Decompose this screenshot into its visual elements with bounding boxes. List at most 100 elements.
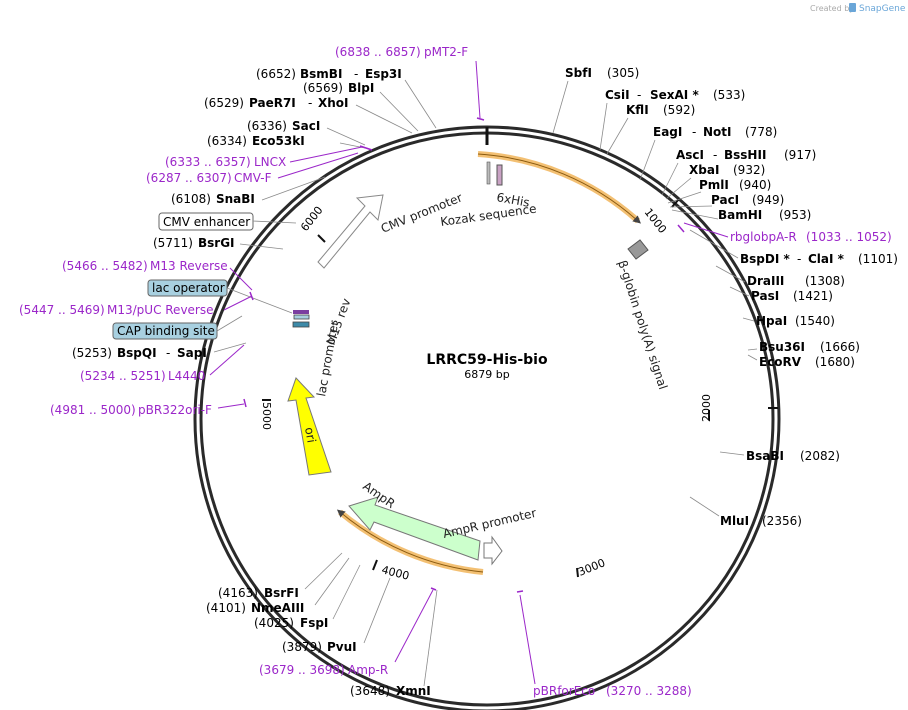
site-noti[interactable]: NotI — [703, 125, 732, 139]
site-bsmbi-pos: (6652) — [256, 67, 296, 81]
tick-label-6000: 6000 — [298, 204, 325, 234]
site-nmeaiii[interactable]: NmeAIII — [251, 601, 304, 615]
site-bsshii[interactable]: BssHII — [724, 148, 766, 162]
site-kfli[interactable]: KflI — [626, 103, 649, 117]
site-bspdi[interactable]: BspDI * — [740, 252, 790, 266]
primer-pmt2-f-pos[interactable]: (6838 .. 6857) — [335, 45, 421, 59]
primer-rbglobpa-r-pos[interactable]: (1033 .. 1052) — [806, 230, 892, 244]
site-bsmbi[interactable]: BsmBI — [300, 67, 342, 81]
primer-m13-reverse[interactable]: M13 Reverse — [150, 259, 228, 273]
leader-bsu36i — [747, 348, 758, 351]
label-lac-promoter: lac promoter — [314, 319, 341, 397]
primer-mark-pmt2-f — [476, 117, 485, 121]
site-bsrgi-pos: (5711) — [153, 236, 193, 250]
site-eco53ki[interactable]: Eco53kI — [252, 134, 305, 148]
site-sep-3: - — [166, 346, 170, 360]
site-bspqi-pos: (5253) — [72, 346, 112, 360]
primer-amp-r[interactable]: Amp-R — [348, 663, 388, 677]
label-ampr-promoter: AmpR promoter — [442, 506, 538, 541]
site-paci[interactable]: PacI — [711, 193, 739, 207]
site-ecorv[interactable]: EcoRV — [759, 355, 802, 369]
primer-amp-r-pos[interactable]: (3679 .. 3698) — [259, 663, 345, 677]
label-ori: ori — [302, 426, 318, 444]
leader-pvui — [363, 577, 391, 644]
primer-m13-puc-reverse-pos[interactable]: (5447 .. 5469) — [19, 303, 105, 317]
site-pmli-pos: (940) — [739, 178, 771, 192]
site-eagi[interactable]: EagI — [653, 125, 682, 139]
primer-cmv-f[interactable]: CMV-F — [234, 171, 272, 185]
primer-lncx-pos[interactable]: (6333 .. 6357) — [165, 155, 251, 169]
leader-bsabi — [719, 451, 745, 456]
feature-ori — [287, 377, 332, 476]
primer-l4440[interactable]: L4440 — [168, 369, 205, 383]
site-pmli[interactable]: PmlI — [699, 178, 729, 192]
primer-pbr322ori-f[interactable]: pBR322ori-F — [138, 403, 212, 417]
primer-mark-pbr322 — [243, 398, 247, 408]
site-clai[interactable]: ClaI * — [808, 252, 845, 266]
site-pasi[interactable]: PasI — [751, 289, 779, 303]
site-saci[interactable]: SacI — [292, 119, 320, 133]
site-bsrfi[interactable]: BsrFI — [264, 586, 299, 600]
site-snabi[interactable]: SnaBI — [216, 192, 255, 206]
leader-kfli — [606, 117, 629, 155]
plasmid-name: LRRC59-His-bio — [426, 352, 548, 368]
site-sbfi-pos: (305) — [607, 66, 639, 80]
site-fspi[interactable]: FspI — [300, 616, 328, 630]
feature-m13-primer-band — [293, 310, 309, 314]
leader-amp-r — [394, 589, 434, 663]
site-hpai[interactable]: HpaI — [756, 314, 787, 328]
site-hpai-pos: (1540) — [795, 314, 835, 328]
leader-cmv-f — [277, 152, 359, 179]
site-bsu36i[interactable]: Bsu36I — [759, 340, 805, 354]
site-csii[interactable]: CsiI — [605, 88, 630, 102]
site-sep-7: - — [797, 252, 801, 266]
site-bsrgi[interactable]: BsrGI — [198, 236, 235, 250]
site-saci-pos: (6336) — [247, 119, 287, 133]
primer-m13-puc-reverse[interactable]: M13/pUC Reverse — [107, 303, 214, 317]
tick-label-3000: 3000 — [576, 556, 607, 579]
snapgene-logo-icon — [849, 3, 856, 12]
primer-cmv-f-pos[interactable]: (6287 .. 6307) — [146, 171, 232, 185]
feature-cmv-promoter — [317, 194, 384, 269]
leader-bamhi — [671, 209, 719, 220]
site-paer7i[interactable]: PaeR7I — [249, 96, 296, 110]
primer-pmt2-f[interactable]: pMT2-F — [424, 45, 468, 59]
site-bamhi-pos: (953) — [779, 208, 811, 222]
site-xmni[interactable]: XmnI — [396, 684, 431, 698]
primer-pbr322ori-f-pos[interactable]: (4981 .. 5000) — [50, 403, 136, 417]
leader-pbrforeco — [519, 594, 536, 685]
leader-pasi — [729, 286, 750, 297]
site-sexai[interactable]: SexAI * — [650, 88, 699, 102]
site-sbfi[interactable]: SbfI — [565, 66, 592, 80]
primer-l4440-pos[interactable]: (5234 .. 5251) — [80, 369, 166, 383]
site-xhoi[interactable]: XhoI — [318, 96, 349, 110]
site-bspqi[interactable]: BspQI — [117, 346, 157, 360]
primer-lncx[interactable]: LNCX — [254, 155, 286, 169]
site-sapi[interactable]: SapI — [177, 346, 207, 360]
site-bsrfi-pos: (4163) — [218, 586, 258, 600]
plasmid-size: 6879 bp — [464, 368, 509, 381]
leader-eagi — [639, 139, 656, 181]
feature-cmv-enhancer-box[interactable] — [158, 212, 254, 231]
primer-rbglobpa-r[interactable]: rbglobpA-R — [730, 230, 797, 244]
feature-cap-binding-label: CAP binding site — [117, 324, 215, 338]
site-pvui[interactable]: PvuI — [327, 640, 357, 654]
site-mlui[interactable]: MluI — [720, 514, 749, 528]
brand-text: SnapGene — [859, 4, 906, 14]
site-blpi[interactable]: BlpI — [348, 81, 374, 95]
created-by-text: Created by — [810, 4, 854, 13]
site-bamhi[interactable]: BamHI — [718, 208, 762, 222]
site-draiii[interactable]: DraIII — [747, 274, 784, 288]
site-asci[interactable]: AscI — [676, 148, 704, 162]
primer-m13-reverse-pos[interactable]: (5466 .. 5482) — [62, 259, 148, 273]
orf-arrow-forward — [477, 153, 641, 224]
primer-pbrforeco[interactable]: pBRforEco — [533, 684, 595, 698]
primer-pbrforeco-pos[interactable]: (3270 .. 3288) — [606, 684, 692, 698]
site-xbai[interactable]: XbaI — [689, 163, 719, 177]
site-bsabi[interactable]: BsaBI — [746, 449, 784, 463]
site-esp3i[interactable]: Esp3I — [365, 67, 402, 81]
site-sep-5: - — [692, 125, 696, 139]
feature-kozak-marker — [486, 161, 491, 185]
site-csii-pos: (533) — [713, 88, 745, 102]
label-6xhis: 6xHis — [495, 190, 530, 210]
